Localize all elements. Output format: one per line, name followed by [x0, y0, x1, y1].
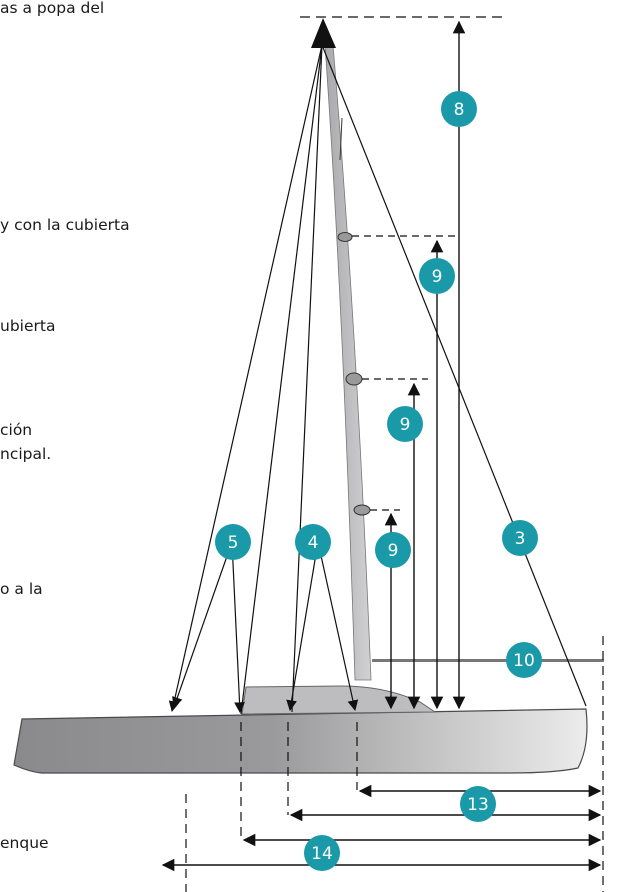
deckhouse: [241, 685, 437, 715]
caption-text-5: o a la: [0, 580, 43, 598]
svg-text:9: 9: [432, 267, 443, 287]
svg-text:5: 5: [228, 533, 239, 553]
svg-text:10: 10: [513, 651, 535, 671]
badge-14: 14: [304, 835, 340, 871]
svg-text:14: 14: [311, 844, 333, 864]
badge-4: 4: [295, 524, 331, 560]
caption-text-3: ubierta: [0, 317, 56, 335]
badge-5: 5: [215, 524, 251, 560]
badge-8: 8: [441, 91, 477, 127]
badge-9-top: 9: [419, 258, 455, 294]
svg-text:13: 13: [467, 795, 489, 815]
masthead: [311, 18, 336, 48]
svg-text:3: 3: [515, 529, 526, 549]
svg-text:9: 9: [400, 415, 411, 435]
badge-3: 3: [502, 520, 538, 556]
mast: [324, 44, 372, 681]
badge-9-low: 9: [375, 532, 411, 568]
caption-text-1: as a popa del: [0, 0, 105, 17]
svg-text:8: 8: [454, 100, 465, 120]
svg-text:4: 4: [308, 533, 319, 553]
spreader-low: [353, 504, 371, 516]
caption-text-4b: ncipal.: [0, 445, 52, 463]
caption-text-4a: ción: [0, 421, 33, 439]
boom: [372, 659, 604, 662]
hull: [13, 708, 588, 774]
caption-text-6: enque: [0, 834, 49, 852]
spreader-mid: [345, 372, 363, 386]
spreader-top: [337, 232, 353, 242]
badge-10: 10: [506, 642, 542, 678]
caption-text-2: y con la cubierta: [0, 216, 130, 234]
badge-13: 13: [460, 786, 496, 822]
svg-text:9: 9: [388, 541, 399, 561]
badge-9-mid: 9: [387, 406, 423, 442]
